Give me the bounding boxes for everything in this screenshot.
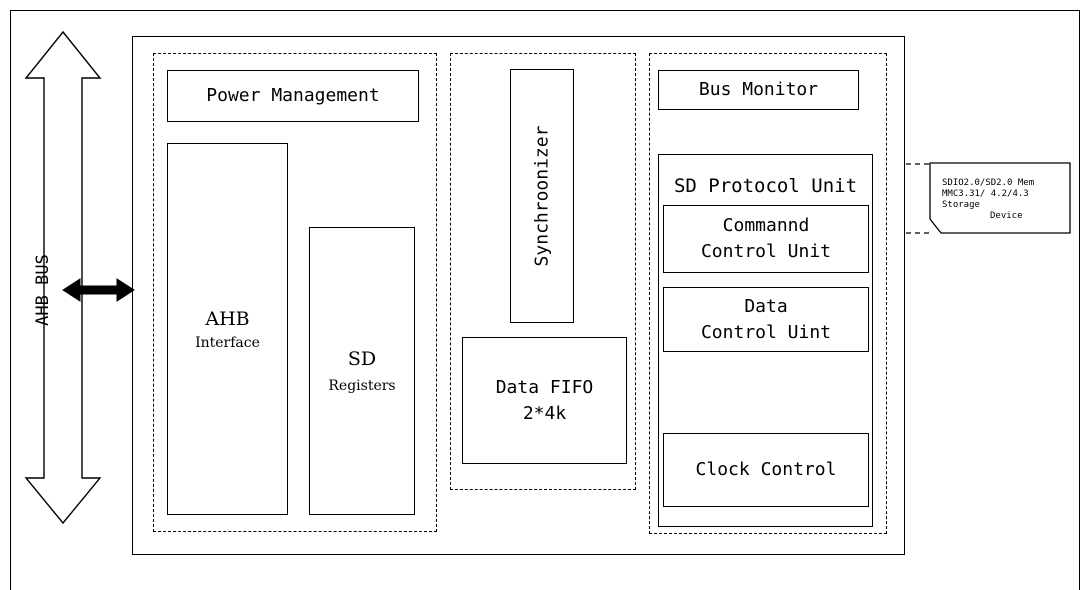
sd-protocol-unit-label: SD Protocol Unit: [673, 175, 858, 197]
sd-card-line4: Device: [990, 211, 1023, 221]
clock-control-box: Clock Control: [663, 433, 869, 507]
data-fifo-box: Data FIFO 2*4k: [462, 337, 627, 464]
data-control-line2: Control Uint: [700, 321, 832, 343]
sd-card-line2: MMC3.31/ 4.2/4.3: [942, 189, 1029, 199]
sd-registers-box: SD Registers: [309, 227, 415, 515]
ahb-bus-arrow: [24, 30, 930, 525]
data-control-box: Data Control Uint: [663, 287, 869, 352]
bus-monitor-box: Bus Monitor: [658, 70, 859, 110]
command-control-line1: Commannd: [722, 215, 810, 236]
command-control-box: Commannd Control Unit: [663, 205, 869, 273]
command-control-line2: Control Unit: [700, 241, 832, 262]
interface-group: [153, 53, 437, 532]
data-fifo-line1: Data FIFO: [495, 376, 594, 398]
protocol-group: [649, 53, 887, 534]
ahb-interface-box: AHB Interface: [167, 143, 288, 515]
ahb-interface-title: AHB: [205, 308, 250, 330]
power-management-box: Power Management: [167, 70, 419, 122]
sd-registers-title: SD: [347, 348, 377, 370]
sd-registers-subtitle: Registers: [328, 378, 396, 394]
sd-card-line3: Storage: [942, 200, 980, 210]
sd-card-shape: [929, 162, 1071, 234]
sd-card-line1: SDIO2.0/SD2.0 Mem: [942, 178, 1035, 188]
sd-card-text: SDIO2.0/SD2.0 Mem MMC3.31/ 4.2/4.3 Stora…: [942, 178, 1068, 222]
synchronizer-box: Synchroonizer: [510, 69, 574, 323]
sd-controller-block: [132, 36, 905, 555]
data-fifo-line2: 2*4k: [522, 402, 567, 424]
ahb-interface-subtitle: Interface: [195, 335, 260, 351]
data-control-line1: Data: [744, 295, 788, 317]
buffer-group: [450, 53, 636, 490]
canvas-frame: [10, 10, 1080, 590]
bus-connector-arrow: [62, 278, 135, 302]
card-link-line: [906, 163, 930, 234]
